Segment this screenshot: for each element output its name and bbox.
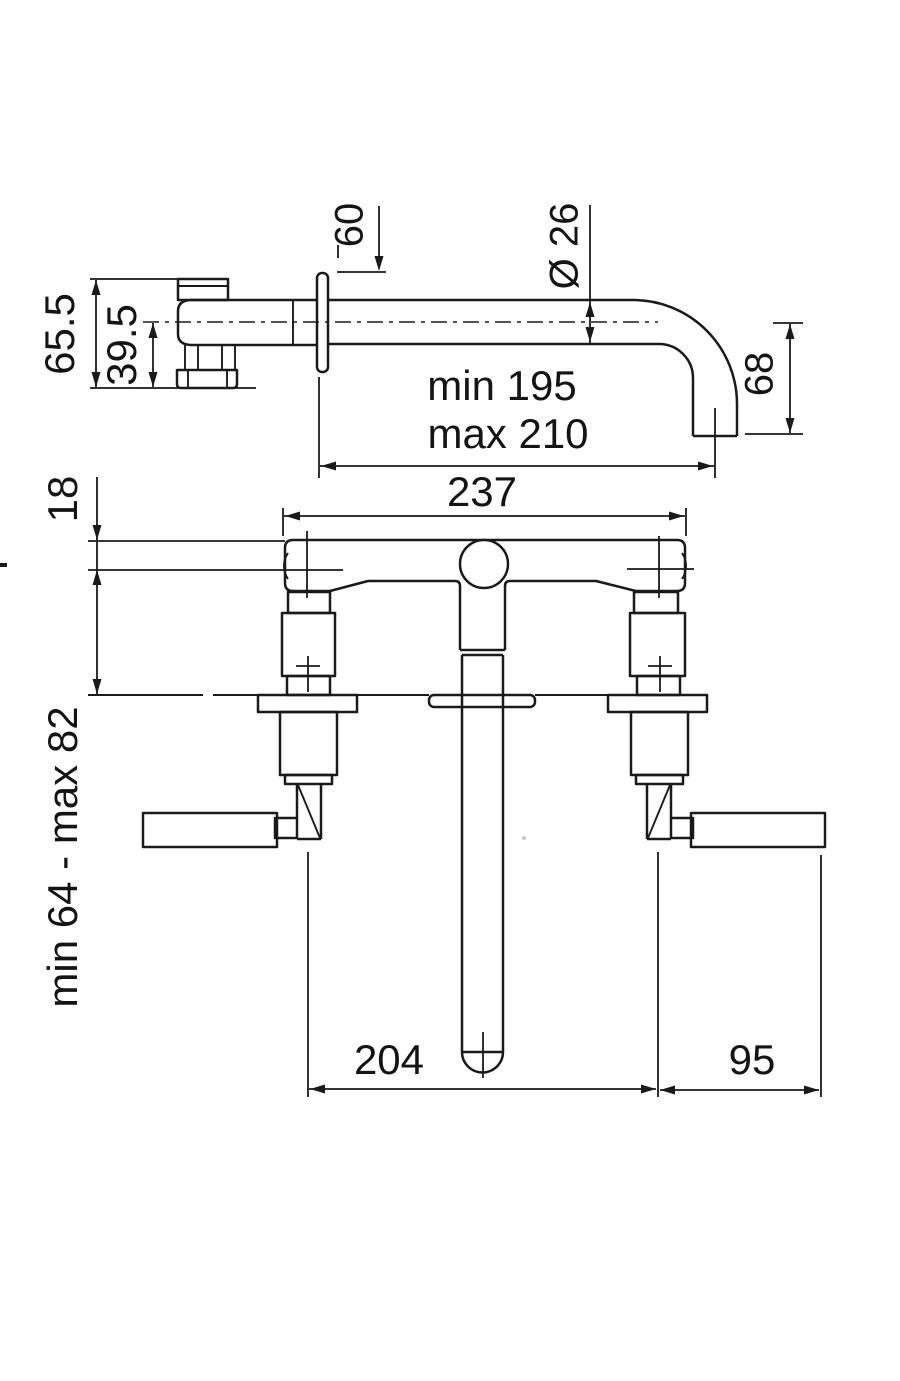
arrowhead [804,1085,819,1095]
arrowhead [785,324,795,339]
dim-label-60: 60 [328,203,372,248]
arrowhead [641,1084,656,1094]
dim-label-68: 68 [738,352,782,397]
dim-label-reach-max: max 210 [427,410,588,457]
arrowhead [374,256,384,271]
valve-shank [278,710,339,777]
dim-outlet-drop: 68 [738,322,803,435]
fitting-foot [175,368,239,390]
dim-center-height: 39.5 [98,304,158,387]
lever-hub [669,816,695,840]
arrowhead [92,679,102,694]
wall-flange [315,271,330,374]
valve-escutcheon [256,693,359,714]
arrowhead [585,302,595,317]
bridge-plate-left [329,579,462,650]
dim-label-237: 237 [447,468,517,515]
front-view-drawing: 18 min 64 - max 82 237 204 95 [0,468,827,1097]
dim-wall-plate: 60 [328,203,386,273]
right-valve [606,536,827,849]
arrowhead [660,1085,675,1095]
handle-collar [283,773,334,786]
arrowhead [585,327,595,342]
valve-lower-neck [635,674,682,697]
side-view-drawing: 65.5 39.5 60 Ø 26 [36,203,803,478]
lever-handle [689,811,827,849]
lever-handle [141,811,279,849]
bar-end-hole-arc [283,552,289,580]
dim-label-18: 18 [39,476,86,523]
arrowhead [92,570,102,585]
arrowhead [321,461,336,471]
arrowhead [785,418,795,433]
dim-label-depth-range: min 64 - max 82 [39,706,86,1007]
valve-escutcheon [606,693,709,714]
handle-elbow-chamfer [297,784,321,839]
left-valve [141,531,359,849]
bottom-fitting [175,345,239,390]
center-escutcheon [427,693,537,709]
arrowhead [91,372,101,387]
arrowhead [310,1084,325,1094]
dim-overall-height: 65.5 [36,278,256,389]
dim-bar-length: 237 [282,468,687,536]
arrowhead [285,511,300,521]
bar-end-hole-arc [681,552,687,580]
dim-label-reach-min: min 195 [427,362,576,409]
valve-shank [629,710,690,777]
dim-label-204: 204 [354,1036,424,1083]
print-speck [522,836,526,840]
inner-bend [658,342,695,436]
body-top-cap [176,277,230,302]
spout-shank [427,648,537,1078]
cap-outline [176,277,230,302]
arrowhead [91,280,101,295]
dim-bottom-group: 204 95 [307,852,822,1097]
arrowhead [148,372,158,387]
dim-depth-group: 18 min 64 - max 82 [39,476,343,1008]
handle-elbow-chamfer [647,784,671,839]
arrowhead [92,525,102,540]
outer-bend [632,298,739,436]
valve-neck [632,590,680,615]
spout-pipe [328,298,739,438]
arrowhead [698,461,713,471]
dim-spout-reach: min 195 max 210 [318,362,716,478]
arrowhead [148,323,158,338]
spout-mount-circle [458,538,510,590]
dim-label-diameter: Ø 26 [543,203,587,290]
dim-label-95: 95 [729,1036,776,1083]
valve-neck [286,590,332,615]
dim-label-39-5: 39.5 [98,304,145,386]
bridge-plate-right [503,579,637,650]
arrowhead [669,511,684,521]
lever-hub [273,816,299,840]
dim-spout-diameter: Ø 26 [543,203,595,344]
dim-label-65-5: 65.5 [36,293,83,375]
valve-body-outline [176,298,317,347]
handle-collar [634,773,685,786]
